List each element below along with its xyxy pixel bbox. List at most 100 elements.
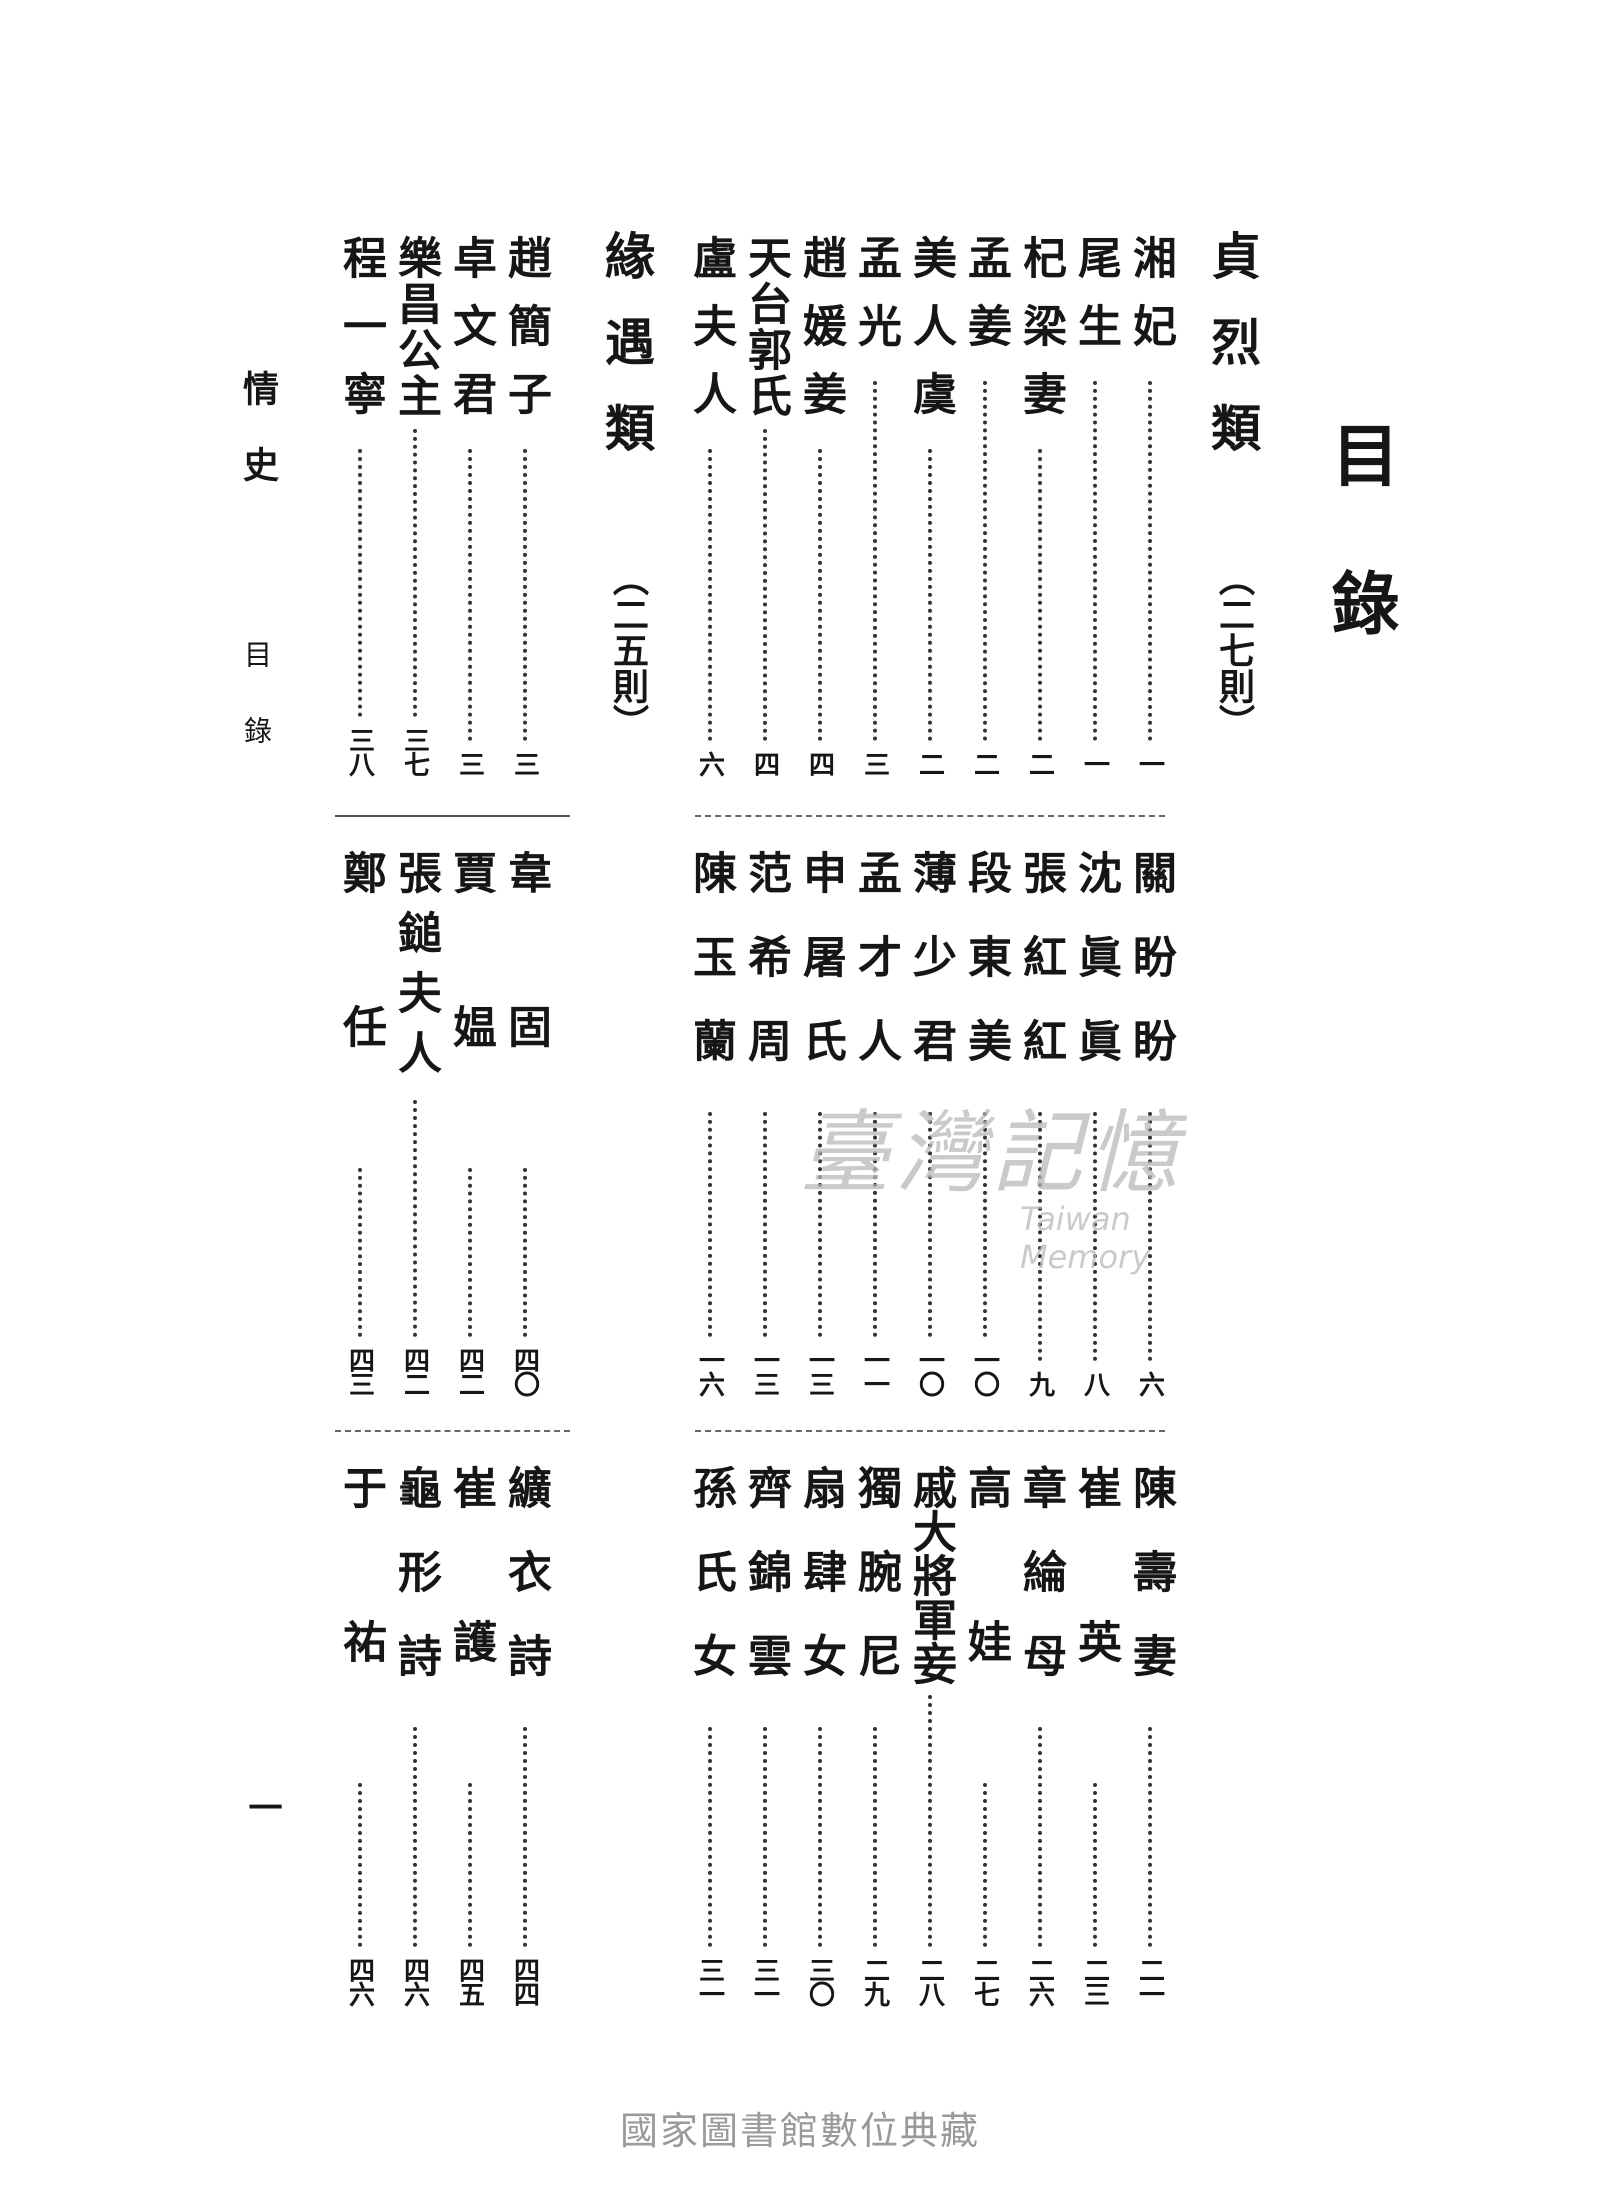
toc-entry-page: 九 [1024,1371,1055,1395]
toc-entry-title: 陳玉蘭 [685,850,736,1102]
toc-entry-page: 三 [859,751,890,775]
toc-entry[interactable]: 天台郭氏 四 [740,235,791,775]
toc-entry-title: 薄少君 [905,850,956,1102]
toc-entry-page: 四〇 [509,1347,540,1395]
toc-entry-title: 鄭任 [335,850,386,1158]
toc-entry-title: 卓文君 [445,235,496,439]
toc-entry-title: 盧夫人 [685,235,736,439]
dot-leader [1038,1112,1042,1361]
toc-entry[interactable]: 崔英 二三 [1070,1465,1121,2005]
toc-entry[interactable]: 于祐 四六 [335,1465,386,2005]
toc-entry[interactable]: 孟姜 二 [960,235,1011,775]
dot-leader [983,381,987,741]
toc-entry[interactable]: 纊衣詩 四四 [500,1465,551,2005]
toc-entry[interactable]: 章綸母 二六 [1015,1465,1066,2005]
toc-entry[interactable]: 戚大將軍妾 二八 [905,1465,956,2005]
toc-entry-title: 孫氏女 [685,1465,736,1717]
toc-entry[interactable]: 高娃 二七 [960,1465,1011,2005]
dot-leader [1148,381,1152,741]
toc-entry-title: 孟姜 [960,235,1011,371]
toc-entry[interactable]: 張鎚夫人 四二 [390,850,441,1395]
toc-entry[interactable]: 杞梁妻 二 [1015,235,1066,775]
toc-entry-page: 二 [969,751,1000,775]
toc-entry-title: 趙簡子 [500,235,551,439]
dot-leader [928,1695,932,1947]
toc-entry[interactable]: 關盼盼 六 [1125,850,1176,1395]
toc-entry[interactable]: 程一寧 三八 [335,235,386,775]
toc-entry[interactable]: 齊錦雲 三一 [740,1465,791,2005]
toc-entry-title: 天台郭氏 [740,235,791,419]
toc-entry-page: 二六 [1024,1957,1055,2005]
toc-entry-title: 段東美 [960,850,1011,1102]
toc-entry[interactable]: 薄少君 一〇 [905,850,956,1395]
toc-entry[interactable]: 扇肆女 三〇 [795,1465,846,2005]
toc-entry[interactable]: 卓文君 三 [445,235,496,775]
toc-entry-page: 一 [1079,751,1110,775]
watermark-english-text: Taiwan Memory [1020,1200,1151,1276]
toc-entry-page: 一 [1134,751,1165,775]
dot-leader [413,1100,417,1337]
block-divider [695,1430,1165,1432]
dot-leader [873,381,877,741]
toc-entry-title: 韋固 [500,850,551,1158]
toc-entry[interactable]: 沈眞眞 八 [1070,850,1121,1395]
dot-leader [928,1112,932,1337]
page-number: 一 [242,1790,282,1824]
toc-entry-page: 四 [804,751,835,775]
dot-leader [763,429,767,741]
toc-entry[interactable]: 申屠氏 一三 [795,850,846,1395]
toc-entry-page: 二一 [1134,1957,1165,2005]
toc-entry[interactable]: 孫氏女 三一 [685,1465,736,2005]
toc-entry[interactable]: 趙媛姜 四 [795,235,846,775]
toc-entry[interactable]: 陳玉蘭 一六 [685,850,736,1395]
toc-entry[interactable]: 盧夫人 六 [685,235,736,775]
toc-entry[interactable]: 美人虞 二 [905,235,956,775]
toc-entry-page: 二九 [859,1957,890,2005]
toc-entry-title: 獨腕尼 [850,1465,901,1717]
toc-entry[interactable]: 獨腕尼 二九 [850,1465,901,2005]
toc-entry-page: 三 [509,751,540,775]
toc-entry-title: 陳壽妻 [1125,1465,1176,1717]
page-title: 目錄 [1319,420,1399,716]
toc-entry[interactable]: 趙簡子 三 [500,235,551,775]
toc-entry[interactable]: 段東美 一〇 [960,850,1011,1395]
dot-leader [1148,1727,1152,1947]
toc-entry[interactable]: 范希周 一三 [740,850,791,1395]
block-divider [335,815,570,817]
dot-leader [873,1112,877,1337]
dot-leader [763,1727,767,1947]
watermark-chinese-text: 臺灣記憶 [800,1101,1184,1206]
section-heading-zhenlie: 貞烈類 [1203,230,1262,488]
toc-entry[interactable]: 孟才人 一一 [850,850,901,1395]
toc-entry-title: 張紅紅 [1015,850,1066,1102]
dot-leader [1038,449,1042,741]
toc-entry[interactable]: 張紅紅 九 [1015,850,1066,1395]
toc-entry-title: 孟才人 [850,850,901,1102]
running-head-book-title: 情史 [237,370,279,522]
dot-leader [358,1783,362,1947]
toc-entry[interactable]: 崔護 四五 [445,1465,496,2005]
toc-entry-title: 章綸母 [1015,1465,1066,1717]
toc-entry-title: 沈眞眞 [1070,850,1121,1102]
toc-entry[interactable]: 尾生 一 [1070,235,1121,775]
toc-entry[interactable]: 孟光 三 [850,235,901,775]
toc-entry-title: 崔護 [445,1465,496,1773]
toc-entry[interactable]: 湘妃 一 [1125,235,1176,775]
toc-entry[interactable]: 韋固 四〇 [500,850,551,1395]
dot-leader [873,1727,877,1947]
toc-entry[interactable]: 陳壽妻 二一 [1125,1465,1176,2005]
toc-entry-page: 一六 [694,1347,725,1395]
dot-leader [468,1168,472,1337]
toc-entry-title: 龜形詩 [390,1465,441,1717]
toc-entry-page: 一三 [804,1347,835,1395]
dot-leader [708,449,712,741]
toc-entry-page: 八 [1079,1371,1110,1395]
toc-entry[interactable]: 樂昌公主 三七 [390,235,441,775]
toc-entry[interactable]: 鄭任 四三 [335,850,386,1395]
dot-leader [763,1112,767,1337]
toc-entry-page: 二三 [1079,1957,1110,2005]
toc-entry[interactable]: 龜形詩 四六 [390,1465,441,2005]
toc-entry[interactable]: 賈媪 四二 [445,850,496,1395]
toc-entry-page: 三 [454,751,485,775]
toc-entry-title: 纊衣詩 [500,1465,551,1717]
